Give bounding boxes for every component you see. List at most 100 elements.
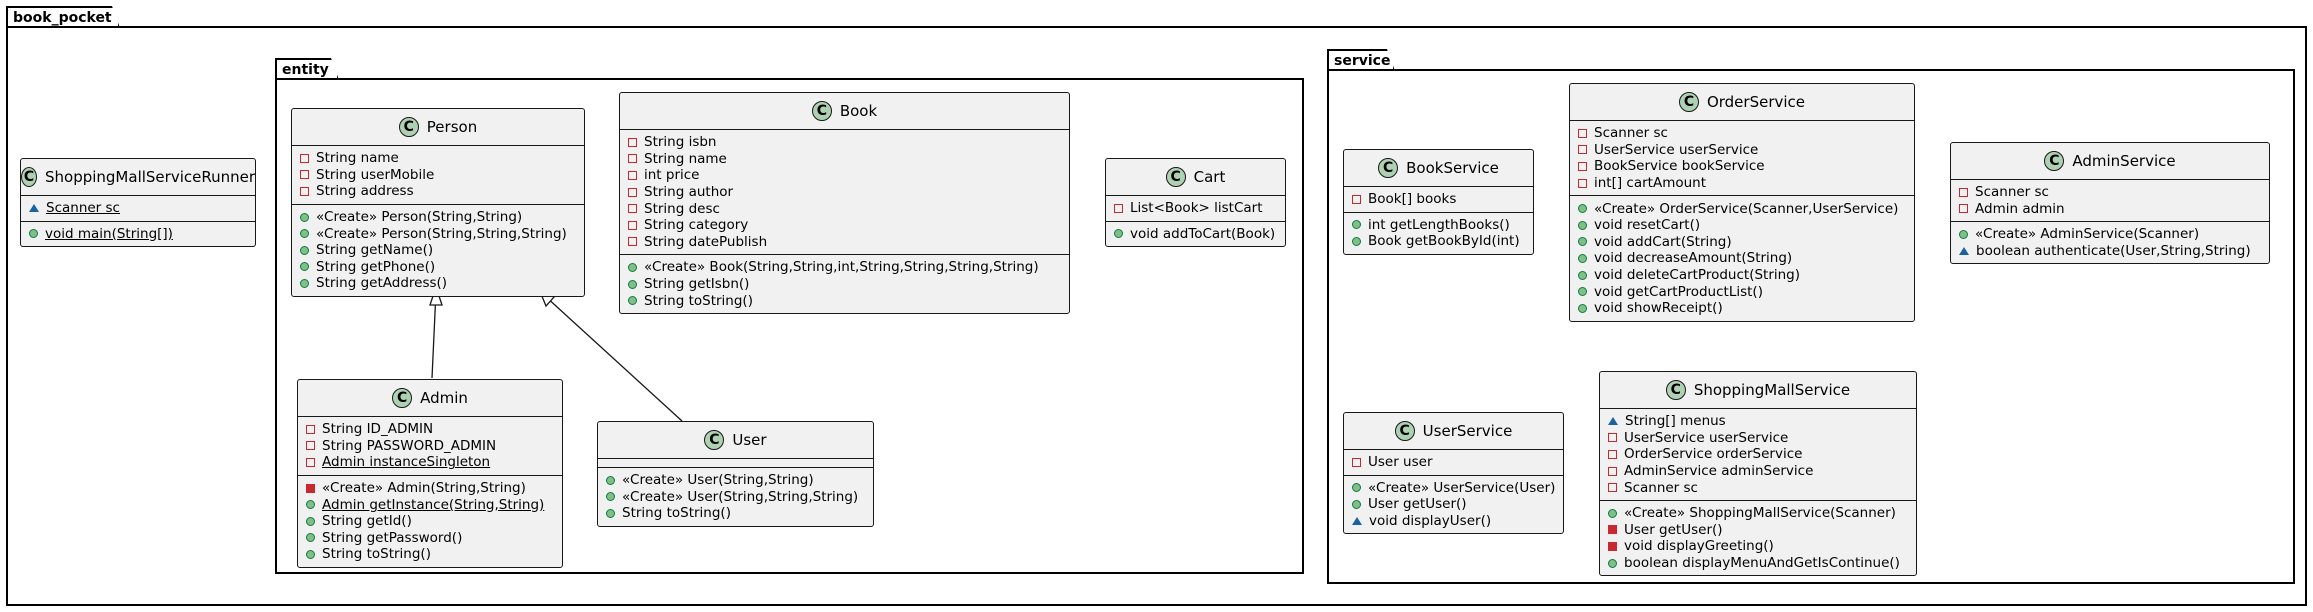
class-name: ShoppingMallService <box>1693 381 1851 399</box>
class-name: User <box>732 431 767 449</box>
class-method: void getCartProductList() <box>1578 283 1906 300</box>
field-text: Admin instanceSingleton <box>322 454 491 471</box>
method-text: String getPhone() <box>316 258 436 275</box>
visibility-public-method-icon <box>1578 303 1587 313</box>
class-methods-section: «Create» ShoppingMallService(Scanner)Use… <box>1600 499 1916 575</box>
class-icon: C <box>2044 151 2065 171</box>
method-text: «Create» User(String,String,String) <box>622 488 859 505</box>
method-text: «Create» Admin(String,String) <box>322 480 526 497</box>
visibility-public-method-icon <box>1578 270 1587 280</box>
class-method: «Create» User(String,String) <box>606 472 865 489</box>
visibility-private-icon <box>1608 466 1617 476</box>
class-user[interactable]: C User «Create» User(String,String)«Create… <box>597 421 874 527</box>
visibility-public-method-icon <box>606 508 615 518</box>
visibility-public-method-icon <box>1578 287 1587 297</box>
visibility-private-icon <box>628 137 637 147</box>
visibility-private-icon <box>1959 187 1968 197</box>
class-method: String getPhone() <box>300 259 576 276</box>
class-field: Book[] books <box>1352 191 1525 208</box>
class-method: String getPassword() <box>306 530 554 547</box>
method-text: void displayUser() <box>1369 513 1492 530</box>
class-field: String author <box>628 184 1061 201</box>
visibility-private-method-icon <box>1608 541 1617 551</box>
class-icon: C <box>21 167 37 187</box>
field-text: String isbn <box>644 134 717 151</box>
visibility-private-icon <box>1578 128 1587 138</box>
class-icon: C <box>1394 421 1415 441</box>
visibility-private-icon <box>628 220 637 230</box>
visibility-public-method-icon <box>1352 483 1361 493</box>
class-field: String category <box>628 217 1061 234</box>
field-text: String name <box>644 150 727 167</box>
class-method: boolean authenticate(User,String,String) <box>1959 243 2261 260</box>
visibility-public-method-icon <box>1352 236 1361 246</box>
class-method: String toString() <box>606 505 865 522</box>
class-method: String getIsbn() <box>628 276 1061 293</box>
class-method: String toString() <box>306 546 554 563</box>
class-method: void main(String[]) <box>29 226 247 243</box>
method-text: Book getBookById(int) <box>1368 233 1520 250</box>
visibility-private-icon <box>300 186 309 196</box>
method-text: boolean displayMenuAndGetIsContinue() <box>1624 555 1900 572</box>
visibility-public-method-icon <box>300 229 309 239</box>
visibility-private-method-icon <box>1608 525 1617 535</box>
visibility-package-field-icon <box>1608 417 1618 426</box>
class-methods-section: «Create» Admin(String,String)Admin getIn… <box>298 474 562 567</box>
class-name: OrderService <box>1706 93 1806 111</box>
visibility-package-icon <box>1959 247 1969 256</box>
visibility-package-icon <box>1352 517 1362 526</box>
class-field: OrderService orderService <box>1608 446 1908 463</box>
class-method: void displayUser() <box>1352 513 1555 530</box>
class-header: C User <box>598 422 873 459</box>
visibility-private-icon <box>628 187 637 197</box>
field-text: Scanner sc <box>1975 184 2049 201</box>
class-field: String PASSWORD_ADMIN <box>306 438 554 455</box>
field-text: Admin admin <box>1975 200 2065 217</box>
class-name: Cart <box>1193 168 1226 186</box>
method-text: void resetCart() <box>1594 217 1701 234</box>
class-method: «Create» Book(String,String,int,String,S… <box>628 259 1061 276</box>
class-method: String getAddress() <box>300 275 576 292</box>
visibility-public-method-icon <box>1578 220 1587 230</box>
class-icon: C <box>704 430 725 450</box>
visibility-private-icon <box>1578 178 1587 188</box>
method-text: String toString() <box>322 546 431 563</box>
class-field: Admin admin <box>1959 201 2261 218</box>
method-text: String toString() <box>644 292 753 309</box>
package-service-label: service <box>1327 49 1395 71</box>
field-text: OrderService orderService <box>1624 446 1803 463</box>
class-methods-section: int getLengthBooks()Book getBookById(int… <box>1344 211 1533 254</box>
class-icon: C <box>1665 380 1686 400</box>
visibility-public-method-icon <box>1352 499 1361 509</box>
class-field: String userMobile <box>300 167 576 184</box>
visibility-public-method-icon <box>628 296 637 306</box>
class-method: void displayGreeting() <box>1608 538 1908 555</box>
class-fields-section: Scanner sc <box>21 196 255 221</box>
class-field: AdminService adminService <box>1608 463 1908 480</box>
class-method: void addCart(String) <box>1578 234 1906 251</box>
class-icon: C <box>398 117 419 137</box>
class-methods-section: void addToCart(Book) <box>1106 220 1285 247</box>
visibility-private-icon <box>1578 145 1587 155</box>
class-method: void deleteCartProduct(String) <box>1578 267 1906 284</box>
class-field: Scanner sc <box>1578 125 1906 142</box>
visibility-private-icon <box>1608 483 1617 493</box>
method-text: String getId() <box>322 513 412 530</box>
visibility-public-method-icon <box>606 475 615 485</box>
visibility-private-icon <box>306 457 315 467</box>
class-icon: C <box>1165 167 1186 187</box>
